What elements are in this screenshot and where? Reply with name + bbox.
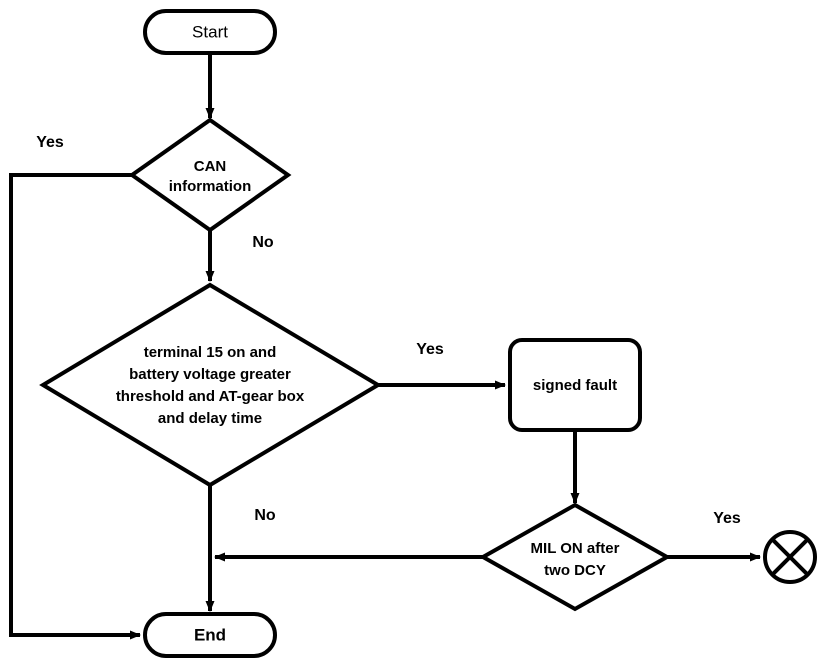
connector-can-yes-to-end	[9, 173, 141, 640]
node-mil-decision[interactable]: MIL ON after two DCY	[478, 502, 672, 612]
signed-fault-label: signed fault	[533, 377, 617, 394]
edge-label-condition-yes: Yes	[416, 341, 444, 358]
node-condition-decision[interactable]: terminal 15 on and battery voltage great…	[39, 282, 382, 488]
node-signed-fault[interactable]: signed fault	[508, 338, 642, 432]
mil-decision-shape	[478, 502, 672, 612]
edge-label-can-yes: Yes	[36, 134, 64, 151]
edge-label-can-no: No	[252, 234, 274, 251]
can-decision-label-line1: CAN	[194, 158, 227, 175]
can-decision-label-line2: information	[169, 178, 252, 195]
end-shape	[143, 612, 277, 658]
node-lamp-indicator[interactable]	[763, 530, 817, 584]
condition-label-line3: threshold and AT-gear box	[116, 388, 305, 405]
condition-label-line4: and delay time	[158, 410, 262, 427]
start-shape	[143, 9, 277, 55]
node-end[interactable]: End	[143, 612, 277, 658]
condition-label-line2: battery voltage greater	[129, 366, 291, 383]
end-label: End	[194, 625, 226, 644]
start-label: Start	[192, 22, 228, 41]
node-start[interactable]: Start	[143, 9, 277, 55]
signed-fault-shape	[508, 338, 642, 432]
edge-label-mil-yes: Yes	[713, 510, 741, 527]
condition-decision-shape	[39, 282, 382, 488]
edge-label-condition-no: No	[254, 507, 276, 524]
mil-decision-label-line2: two DCY	[544, 562, 606, 579]
node-can-decision[interactable]: CAN information	[128, 117, 292, 233]
lamp-x-stroke-2	[770, 537, 810, 577]
condition-label-line1: terminal 15 on and	[144, 344, 277, 361]
mil-decision-label-line1: MIL ON after	[531, 540, 620, 557]
can-decision-shape	[128, 117, 292, 233]
